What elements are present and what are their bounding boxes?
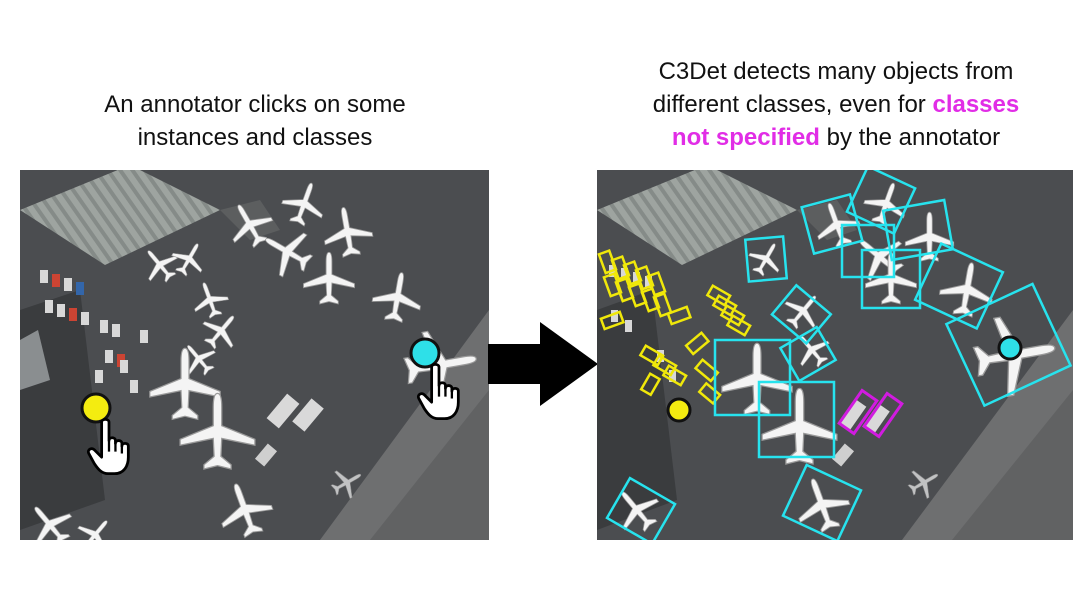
bus-detections <box>837 388 904 439</box>
car-detections <box>597 248 752 406</box>
hangar-roof <box>597 170 797 265</box>
plane-detections <box>605 170 1073 540</box>
left-caption: An annotator clicks on some instances an… <box>20 88 490 154</box>
left-caption-line-1: An annotator clicks on some <box>104 91 406 118</box>
right-arrow-icon <box>488 322 598 406</box>
cyan-click-dot-icon <box>997 335 1023 361</box>
right-caption: C3Det detects many objects from differen… <box>596 55 1076 154</box>
cyan-click-dot-icon <box>409 337 441 369</box>
left-aerial-image <box>20 170 489 540</box>
right-aerial-image <box>597 170 1073 540</box>
right-caption-line-1: C3Det detects many objects from <box>658 58 1014 85</box>
yellow-click-dot-icon <box>80 392 112 424</box>
right-caption-line-2: different classes, even for classes <box>596 88 1076 121</box>
right-caption-line-2-text: different classes, even for <box>652 91 933 118</box>
left-caption-line-2: instances and classes <box>137 124 373 151</box>
right-caption-line-3: not specified by the annotator <box>596 121 1076 154</box>
right-caption-line-3-text: by the annotator <box>819 124 1001 151</box>
yellow-click-dot-icon <box>666 397 692 423</box>
hangar-roof <box>20 170 220 265</box>
highlight-not-specified: not specified <box>671 124 820 151</box>
highlight-classes: classes <box>932 91 1020 118</box>
